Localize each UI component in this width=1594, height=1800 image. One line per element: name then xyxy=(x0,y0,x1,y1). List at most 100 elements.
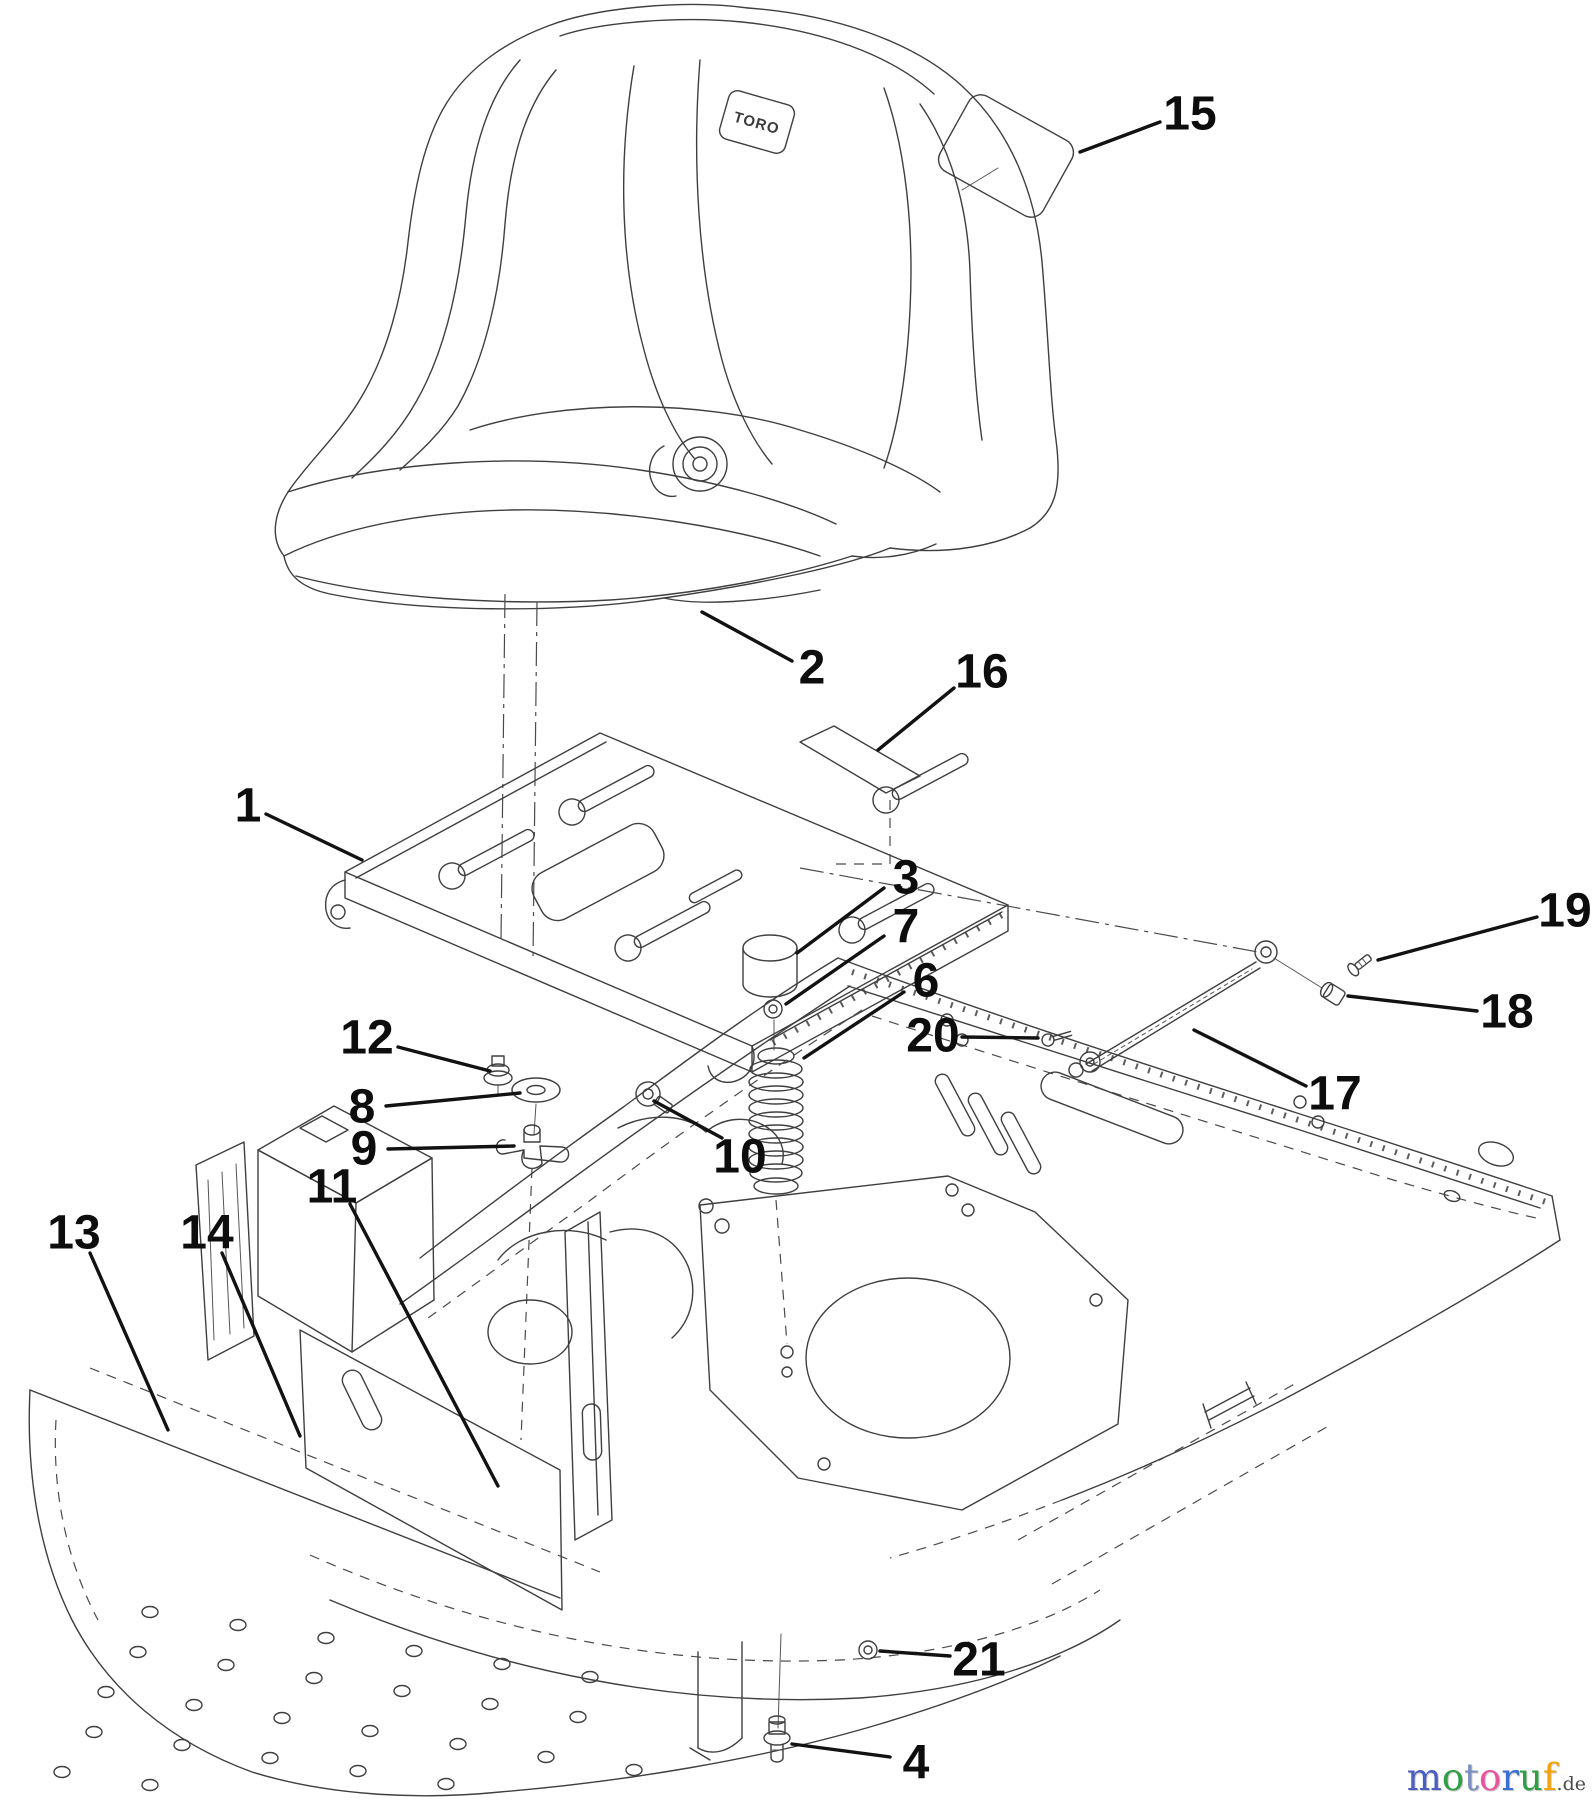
callout-number-4: 4 xyxy=(903,1737,930,1790)
diagram-line xyxy=(891,752,969,801)
diagram-line xyxy=(1322,983,1346,1006)
diagram-line xyxy=(54,1419,99,1621)
diagram-line xyxy=(1091,967,1261,1072)
diagram-line xyxy=(851,969,1547,1205)
diagram-line xyxy=(309,1554,1101,1662)
decal-16 xyxy=(799,725,921,865)
plate-slot xyxy=(438,828,535,890)
diagram-line xyxy=(945,1183,959,1197)
floor-dimple xyxy=(317,1631,335,1645)
diagram-line xyxy=(1000,1111,1042,1175)
diagram-line xyxy=(707,1045,755,1084)
diagram-line xyxy=(672,436,728,492)
diagram-line xyxy=(937,94,1075,218)
diagram-line xyxy=(587,1221,599,1516)
diagram-line xyxy=(805,1277,1011,1439)
plate-slot xyxy=(558,764,655,826)
diagram-line xyxy=(1204,1387,1251,1413)
callout-number-6: 6 xyxy=(913,955,940,1008)
motoruf-logo-suffix: .de xyxy=(1556,1773,1586,1795)
diagram-line xyxy=(1053,1034,1073,1041)
diagram-line xyxy=(1551,1195,1561,1241)
diagram-line xyxy=(419,957,839,1259)
diagram-line xyxy=(29,1389,561,1599)
diagram-line xyxy=(500,593,506,941)
motoruf-logo[interactable]: motoruf.de xyxy=(1407,1759,1586,1796)
diagram-line xyxy=(799,725,921,794)
floor-dimple xyxy=(581,1670,599,1684)
diagram-line xyxy=(609,1228,694,1339)
diagram-line xyxy=(763,999,783,1019)
diagram-line xyxy=(341,1369,383,1431)
callout-leader-18 xyxy=(1346,994,1479,1013)
diagram-line xyxy=(768,1004,778,1014)
sticker-15 xyxy=(937,94,1075,218)
callout-number-12: 12 xyxy=(340,1012,393,1065)
diagram-line xyxy=(438,862,466,890)
diagram-line xyxy=(1245,1381,1257,1405)
floor-dimple xyxy=(141,1778,159,1792)
motoruf-logo-letter: u xyxy=(1519,1756,1543,1799)
diagram-line xyxy=(771,911,1006,1046)
diagram-line xyxy=(1361,958,1367,964)
callout-leader-8 xyxy=(384,1091,522,1108)
callout-leader-19 xyxy=(1376,915,1539,962)
diagram-line xyxy=(299,1329,563,1611)
diagram-line xyxy=(511,1077,561,1103)
washer-8 xyxy=(511,1077,561,1103)
floor-dimple xyxy=(625,1763,643,1777)
diagram-line xyxy=(329,1599,1121,1701)
diagram-line xyxy=(748,1137,804,1157)
diagram-line xyxy=(781,1366,793,1378)
diagram-line xyxy=(889,1499,1063,1559)
screw-20 xyxy=(1041,1030,1073,1047)
diagram-line xyxy=(491,1055,505,1067)
diagram-line xyxy=(749,1163,803,1183)
motoruf-logo-letter: f xyxy=(1542,1756,1557,1799)
diagram-line xyxy=(1017,1381,1299,1541)
diagram-line xyxy=(1254,940,1278,964)
diagram-line xyxy=(1477,1141,1515,1167)
diagram-line xyxy=(521,1145,543,1169)
seat-pivot-knob xyxy=(648,436,728,498)
diagram-line xyxy=(531,822,665,922)
diagram-line xyxy=(195,1141,255,1361)
diagram-line xyxy=(775,1199,788,1345)
motoruf-logo-letter: o xyxy=(1479,1756,1502,1799)
diagram-line xyxy=(1068,1062,1084,1078)
diagram-line xyxy=(283,509,821,557)
diagram-line xyxy=(1358,961,1363,968)
callout-number-17: 17 xyxy=(1308,1068,1361,1121)
diagram-line xyxy=(1354,954,1372,970)
callout-number-8: 8 xyxy=(349,1081,376,1134)
diagram-line xyxy=(295,555,853,603)
floor-dimple xyxy=(141,1605,159,1619)
floor-dimple xyxy=(405,1644,423,1658)
floor-dimple xyxy=(569,1710,587,1724)
diagram-line xyxy=(768,1715,786,1725)
callout-leader-16 xyxy=(876,686,956,752)
diagram-line xyxy=(221,1171,231,1335)
seat: TORO xyxy=(274,3,1059,610)
diagram-line xyxy=(520,1167,533,1441)
diagram-line xyxy=(714,1218,730,1234)
callout-number-20: 20 xyxy=(906,1010,959,1063)
diagram-line xyxy=(564,1211,613,1541)
callout-leader-20 xyxy=(960,1035,1040,1040)
callout-number-16: 16 xyxy=(955,646,1008,699)
floor-dimple xyxy=(537,1750,555,1764)
diagram-line xyxy=(617,1116,784,1165)
diagram-line xyxy=(919,103,983,441)
diagram-line xyxy=(633,900,711,949)
diagram-line xyxy=(748,1124,804,1144)
rod-17 xyxy=(1068,940,1323,1078)
callout-leader-17 xyxy=(1192,1028,1308,1088)
diagram-line xyxy=(768,1721,786,1735)
diagram-line xyxy=(28,1389,1061,1797)
diagram-line xyxy=(817,1457,831,1471)
diagram-line xyxy=(851,543,937,559)
plate-center-hole xyxy=(531,822,665,922)
diagram-line xyxy=(857,882,935,931)
diagram-line xyxy=(533,1103,537,1135)
